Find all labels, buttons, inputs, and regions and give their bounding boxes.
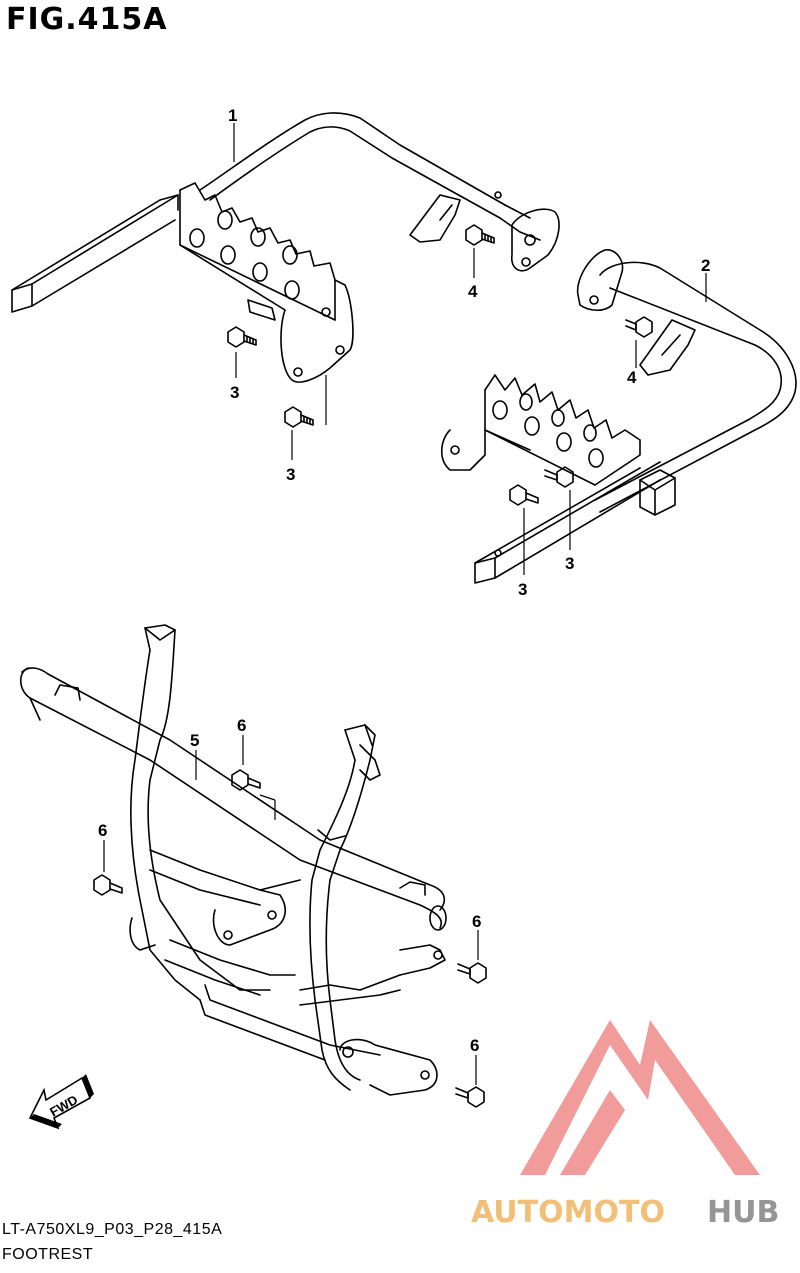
callout-6: 6 — [472, 912, 481, 931]
callout-4: 4 — [468, 282, 478, 301]
watermark-text-part1: AUTOMOTO — [471, 1195, 665, 1230]
bolt-4-b — [625, 316, 653, 338]
callout-6: 6 — [470, 1036, 479, 1055]
bolt-3-b — [284, 406, 314, 428]
callout-4: 4 — [627, 368, 637, 387]
callout-6: 6 — [237, 716, 246, 735]
callout-3: 3 — [230, 383, 239, 402]
bolt-6-b — [93, 874, 123, 896]
callout-6: 6 — [98, 821, 107, 840]
bolt-3-a — [227, 326, 257, 348]
callout-labels: 1 2 3 3 3 3 4 4 5 6 6 6 6 — [98, 106, 710, 1055]
callout-2: 2 — [701, 256, 710, 275]
bolt-6-a — [231, 769, 261, 791]
part-2-right-footrest — [440, 249, 797, 584]
bolt-6-c — [457, 962, 487, 984]
leader-lines — [103, 123, 707, 1085]
fwd-arrow-icon: FWD — [28, 1074, 94, 1130]
bolt-3-d — [544, 466, 574, 488]
callout-1: 1 — [228, 106, 237, 125]
callout-3: 3 — [286, 465, 295, 484]
watermark-logo-icon — [520, 1020, 760, 1175]
callout-3: 3 — [565, 554, 574, 573]
callout-3: 3 — [518, 580, 527, 599]
watermark-text-part2: HUB — [707, 1195, 779, 1230]
part-1-left-footrest — [11, 112, 560, 383]
bolt-3-c — [509, 484, 539, 506]
bolt-6-d — [455, 1086, 485, 1108]
bolt-4-a — [465, 224, 495, 246]
part-5-guard-frame — [19, 624, 447, 1096]
figure-title: FIG.415A — [6, 2, 168, 37]
footer-section-name: FOOTREST — [2, 1246, 94, 1263]
footer-diagram-code: LT-A750XL9_P03_P28_415A — [2, 1221, 223, 1238]
callout-5: 5 — [190, 731, 199, 750]
